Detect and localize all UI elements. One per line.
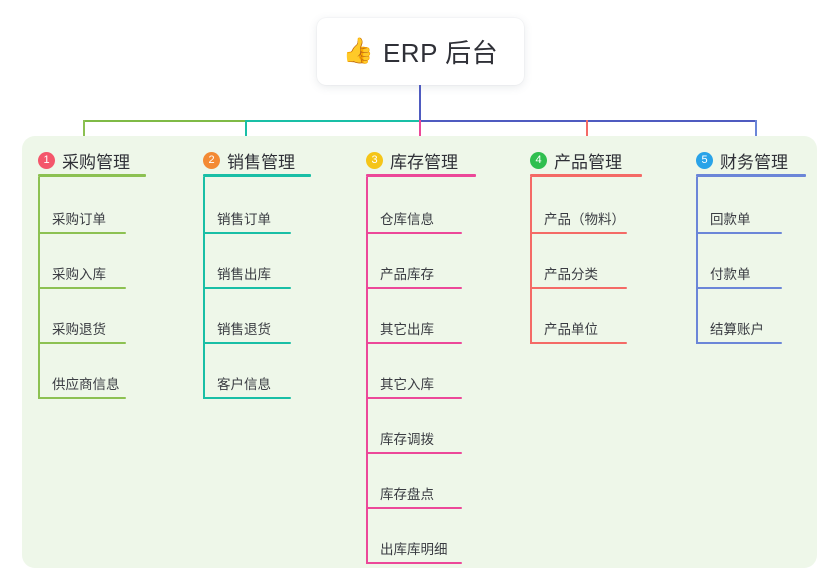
branch-leaf-rule — [38, 232, 126, 234]
branch-leaf-label: 销售退货 — [217, 322, 271, 337]
branch-leaf-label: 产品（物料） — [544, 212, 625, 227]
branch-leaf-label: 产品分类 — [544, 267, 598, 282]
branch-leaf[interactable]: 产品（物料） — [530, 202, 627, 234]
branch-leaf-label: 采购退货 — [52, 322, 106, 337]
branch-leaf-label: 供应商信息 — [52, 377, 120, 392]
root-stem — [419, 85, 421, 122]
branch-leaf-label: 销售出库 — [217, 267, 271, 282]
branch-leaf[interactable]: 采购订单 — [38, 202, 126, 234]
thumbs-up-icon: 👍 — [342, 37, 374, 65]
branch-header-label: 产品管理 — [554, 153, 622, 172]
branch-leaf-label: 库存调拨 — [380, 432, 434, 447]
branch-column-3: 3 库存管理仓库信息产品库存其它出库其它入库库存调拨库存盘点出库库明细 — [366, 136, 476, 568]
branch-leaf-label: 产品单位 — [544, 322, 598, 337]
branch-leaf-rule — [38, 287, 126, 289]
branch-leaf-label: 销售订单 — [217, 212, 271, 227]
branch-leaf[interactable]: 产品库存 — [366, 257, 462, 289]
branch-leaf-rule — [366, 452, 462, 454]
branch-leaf[interactable]: 销售订单 — [203, 202, 291, 234]
branch-spine-4 — [530, 177, 532, 344]
branch-leaf-label: 其它出库 — [380, 322, 434, 337]
branch-leaf-rule — [530, 287, 627, 289]
branch-leaf-label: 仓库信息 — [380, 212, 434, 227]
branch-leaf[interactable]: 其它出库 — [366, 312, 462, 344]
branch-leaf-rule — [366, 562, 462, 564]
branch-leaf-rule — [366, 287, 462, 289]
branch-leaf-rule — [203, 287, 291, 289]
branch-header-label: 销售管理 — [227, 153, 295, 172]
branch-leaf-label: 产品库存 — [380, 267, 434, 282]
branch-panel: 1 采购管理采购订单采购入库采购退货供应商信息 2 销售管理销售订单销售出库销售退货客… — [22, 136, 817, 568]
branch-leaf-label: 其它入库 — [380, 377, 434, 392]
branch-leaf-rule — [203, 342, 291, 344]
branch-leaf[interactable]: 供应商信息 — [38, 367, 126, 399]
branch-number-badge: 3 — [366, 152, 383, 169]
branch-leaf-rule — [366, 397, 462, 399]
branch-leaf-label: 付款单 — [710, 267, 751, 282]
branch-leaf-rule — [38, 397, 126, 399]
branch-leaf[interactable]: 库存盘点 — [366, 477, 462, 509]
branch-leaf[interactable]: 销售退货 — [203, 312, 291, 344]
branch-header-label: 采购管理 — [62, 153, 130, 172]
branch-header-1[interactable]: 1 采购管理 — [38, 148, 130, 173]
branch-column-5: 5 财务管理回款单付款单结算账户 — [696, 136, 806, 568]
branch-leaf[interactable]: 其它入库 — [366, 367, 462, 399]
branch-leaf[interactable]: 付款单 — [696, 257, 782, 289]
branch-spine-3 — [366, 177, 368, 564]
bus-teal — [245, 120, 419, 122]
branch-leaf-rule — [203, 232, 291, 234]
branch-header-3[interactable]: 3 库存管理 — [366, 148, 458, 173]
branch-leaf[interactable]: 产品单位 — [530, 312, 627, 344]
branch-leaf[interactable]: 销售出库 — [203, 257, 291, 289]
branch-leaf[interactable]: 出库库明细 — [366, 532, 462, 564]
branch-leaf-label: 出库库明细 — [380, 542, 448, 557]
branch-header-rule — [38, 174, 146, 177]
branch-number-badge: 5 — [696, 152, 713, 169]
branch-leaf-label: 采购入库 — [52, 267, 106, 282]
branch-column-4: 4 产品管理产品（物料） 产品分类产品单位 — [530, 136, 642, 568]
branch-header-label: 财务管理 — [720, 153, 788, 172]
branch-header-rule — [530, 174, 642, 177]
branch-leaf[interactable]: 回款单 — [696, 202, 782, 234]
branch-header-rule — [366, 174, 476, 177]
branch-leaf-label: 客户信息 — [217, 377, 271, 392]
branch-header-4[interactable]: 4 产品管理 — [530, 148, 622, 173]
branch-spine-5 — [696, 177, 698, 344]
root-node[interactable]: 👍 ERP 后台 — [317, 18, 524, 85]
branch-leaf[interactable]: 库存调拨 — [366, 422, 462, 454]
branch-number-badge: 4 — [530, 152, 547, 169]
branch-leaf-rule — [203, 397, 291, 399]
branch-leaf[interactable]: 结算账户 — [696, 312, 782, 344]
branch-header-label: 库存管理 — [390, 153, 458, 172]
branch-number-badge: 2 — [203, 152, 220, 169]
root-node-title: ERP 后台 — [382, 38, 499, 68]
branch-leaf[interactable]: 仓库信息 — [366, 202, 462, 234]
branch-column-2: 2 销售管理销售订单销售出库销售退货客户信息 — [203, 136, 311, 568]
branch-header-rule — [696, 174, 806, 177]
branch-leaf-rule — [530, 232, 627, 234]
branch-leaf-rule — [366, 342, 462, 344]
branch-leaf-rule — [38, 342, 126, 344]
branch-leaf-rule — [530, 342, 627, 344]
branch-header-2[interactable]: 2 销售管理 — [203, 148, 295, 173]
branch-leaf[interactable]: 产品分类 — [530, 257, 627, 289]
branch-leaf-rule — [366, 507, 462, 509]
branch-header-rule — [203, 174, 311, 177]
branch-leaf[interactable]: 采购退货 — [38, 312, 126, 344]
branch-leaf-label: 采购订单 — [52, 212, 106, 227]
bus-green — [83, 120, 245, 122]
branch-leaf-label: 库存盘点 — [380, 487, 434, 502]
branch-leaf-rule — [366, 232, 462, 234]
branch-leaf-rule — [696, 232, 782, 234]
branch-leaf-rule — [696, 342, 782, 344]
branch-leaf-label: 结算账户 — [710, 322, 764, 337]
branch-header-5[interactable]: 5 财务管理 — [696, 148, 788, 173]
root-node-content: 👍 ERP 后台 — [343, 33, 498, 70]
branch-number-badge: 1 — [38, 152, 55, 169]
branch-leaf-label: 回款单 — [710, 212, 751, 227]
branch-column-1: 1 采购管理采购订单采购入库采购退货供应商信息 — [38, 136, 146, 568]
branch-leaf[interactable]: 采购入库 — [38, 257, 126, 289]
branch-leaf[interactable]: 客户信息 — [203, 367, 291, 399]
branch-leaf-rule — [696, 287, 782, 289]
